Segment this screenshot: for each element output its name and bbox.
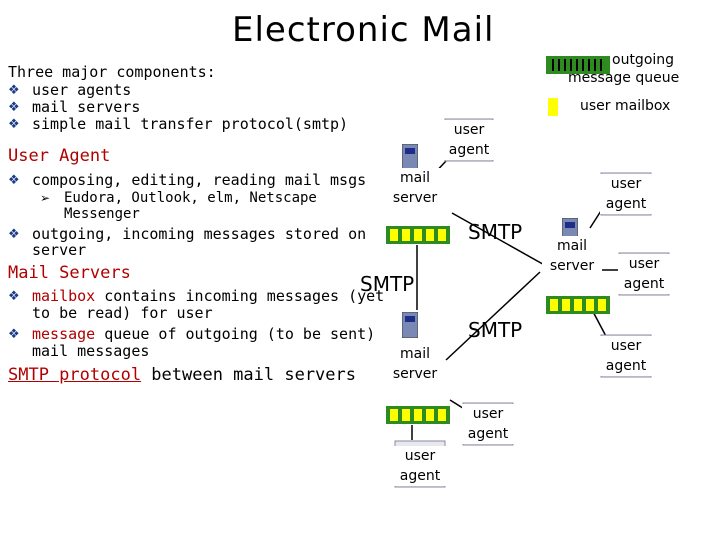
term-mailbox: mailbox	[32, 287, 96, 305]
outgoing-queue-icon	[386, 226, 450, 244]
intro-heading: Three major components:	[8, 63, 216, 81]
diamond-bullet-icon: ❖	[8, 99, 20, 114]
legend-queue-icon	[546, 56, 610, 74]
smtp-protocol-line: SMTP protocol between mail servers	[8, 365, 356, 385]
server-tower-icon	[402, 144, 418, 170]
legend-mailbox-label: user mailbox	[580, 98, 671, 114]
legend-queue-line1: outgoing	[612, 52, 675, 68]
arrow-bullet-icon: ➢	[40, 191, 51, 205]
diamond-bullet-icon: ❖	[8, 226, 20, 241]
page-title: Electronic Mail	[232, 10, 495, 50]
diamond-bullet-icon: ❖	[8, 82, 20, 97]
smtp-label: SMTP	[468, 318, 523, 342]
section-heading-mail-servers: Mail Servers	[8, 263, 131, 283]
legend-queue-line2: message queue	[568, 70, 680, 86]
legend-mailbox-icon	[548, 98, 558, 116]
link-server1-server2	[451, 212, 549, 268]
server-tower-icon	[402, 312, 418, 338]
link-server2-server3	[445, 271, 541, 361]
term-smtp-protocol: SMTP protocol	[8, 365, 142, 385]
diamond-bullet-icon: ❖	[8, 326, 20, 341]
diamond-bullet-icon: ❖	[8, 172, 20, 187]
term-message: message	[32, 325, 96, 343]
outgoing-queue-icon	[546, 296, 610, 314]
section-heading-user-agent: User Agent	[8, 146, 111, 166]
smtp-label: SMTP	[360, 272, 415, 296]
smtp-label: SMTP	[468, 220, 523, 244]
diamond-bullet-icon: ❖	[8, 116, 20, 131]
outgoing-queue-icon	[386, 406, 450, 424]
diamond-bullet-icon: ❖	[8, 288, 20, 303]
